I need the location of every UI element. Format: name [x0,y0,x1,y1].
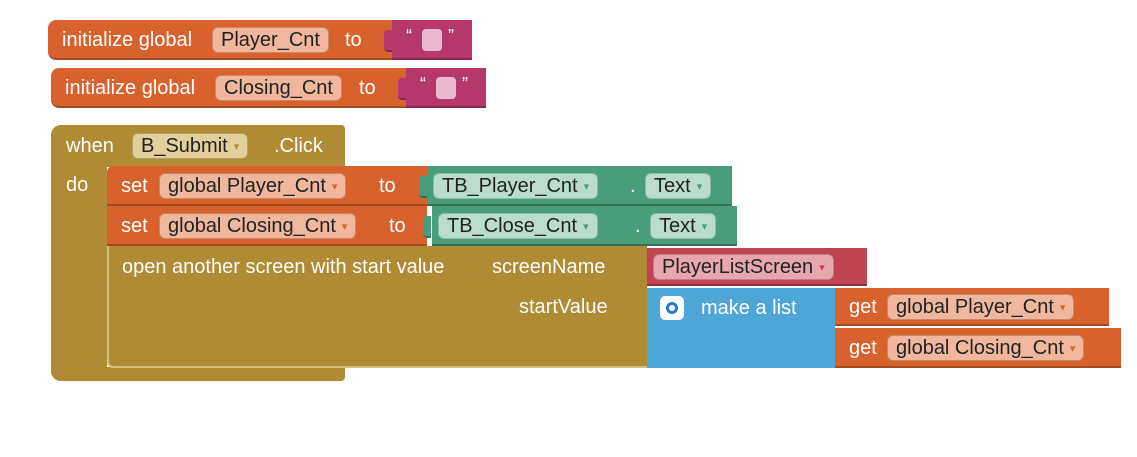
event-block-footer [51,367,345,381]
textbox-getter-block[interactable]: TB_Player_Cnt▾ . Text▾ [427,166,732,206]
get-label: get [849,337,877,359]
text-string-block[interactable]: “ ” [406,68,486,108]
component-dropdown[interactable]: TB_Player_Cnt▾ [433,173,599,199]
to-label: to [389,215,406,237]
dot-label: . [635,215,641,237]
screen-name-label: screenName [492,256,606,278]
screen-name-block[interactable]: PlayerListScreen▾ [647,248,867,286]
variable-name-field[interactable]: Closing_Cnt [215,75,342,101]
do-label: do [66,174,89,196]
chevron-down-icon: ▾ [583,181,590,193]
event-block-side: do [51,167,107,381]
dot-label: . [630,175,636,197]
init-label: initialize global [62,29,193,51]
variable-dropdown[interactable]: global Player_Cnt▾ [887,294,1075,320]
set-player-cnt-block[interactable]: set global Player_Cnt▾ to [107,166,427,206]
start-value-label: startValue [519,296,608,318]
chevron-down-icon: ▾ [696,181,703,193]
init-player-cnt-block[interactable]: initialize global Player_Cnt to [48,20,392,60]
close-quote: ” [448,26,454,46]
init-closing-cnt-block[interactable]: initialize global Closing_Cnt to [51,68,406,108]
component-dropdown[interactable]: TB_Close_Cnt▾ [438,213,598,239]
set-label: set [121,215,148,237]
open-screen-block[interactable]: open another screen with start value scr… [107,246,647,368]
when-label: when [66,135,114,157]
text-string-block[interactable]: “ ” [392,20,472,60]
chevron-down-icon: ▾ [701,221,708,233]
component-dropdown[interactable]: B_Submit▾ [132,133,249,159]
property-dropdown[interactable]: Text▾ [650,213,717,239]
to-label: to [345,29,362,51]
variable-dropdown[interactable]: global Player_Cnt▾ [159,173,347,199]
make-list-label: make a list [701,297,797,319]
socket-notch [419,176,427,198]
get-label: get [849,296,877,318]
variable-name-field[interactable]: Player_Cnt [212,27,329,53]
set-label: set [121,175,148,197]
string-field[interactable] [436,77,456,99]
close-quote: ” [462,74,468,94]
get-closing-cnt-block[interactable]: get global Closing_Cnt▾ [835,328,1121,368]
set-closing-cnt-block[interactable]: set global Closing_Cnt▾ to [107,206,431,246]
event-name: .Click [274,135,323,157]
socket-notch [384,30,392,52]
get-player-cnt-block[interactable]: get global Player_Cnt▾ [835,288,1109,326]
chevron-down-icon: ▾ [341,221,348,233]
to-label: to [379,175,396,197]
init-label: initialize global [65,77,196,99]
chevron-down-icon: ▾ [1069,343,1076,355]
chevron-down-icon: ▾ [583,221,589,233]
socket-notch [398,78,406,100]
chevron-down-icon: ▾ [1059,302,1066,314]
string-field[interactable] [422,29,442,51]
screen-name-dropdown[interactable]: PlayerListScreen▾ [653,254,834,280]
chevron-down-icon: ▾ [819,262,825,274]
make-list-block[interactable]: make a list [647,288,835,368]
to-label: to [359,77,376,99]
chevron-down-icon: ▾ [331,181,338,193]
variable-dropdown[interactable]: global Closing_Cnt▾ [159,213,357,239]
open-screen-label: open another screen with start value [122,256,445,278]
open-quote: “ [420,74,426,94]
gear-icon[interactable] [660,296,684,320]
open-quote: “ [406,26,412,46]
textbox-getter-block[interactable]: TB_Close_Cnt▾ . Text▾ [432,206,737,246]
chevron-down-icon: ▾ [233,141,240,153]
socket-notch [423,216,431,238]
event-block-header[interactable]: when B_Submit▾ .Click [51,125,345,167]
variable-dropdown[interactable]: global Closing_Cnt▾ [887,335,1085,361]
property-dropdown[interactable]: Text▾ [645,173,712,199]
